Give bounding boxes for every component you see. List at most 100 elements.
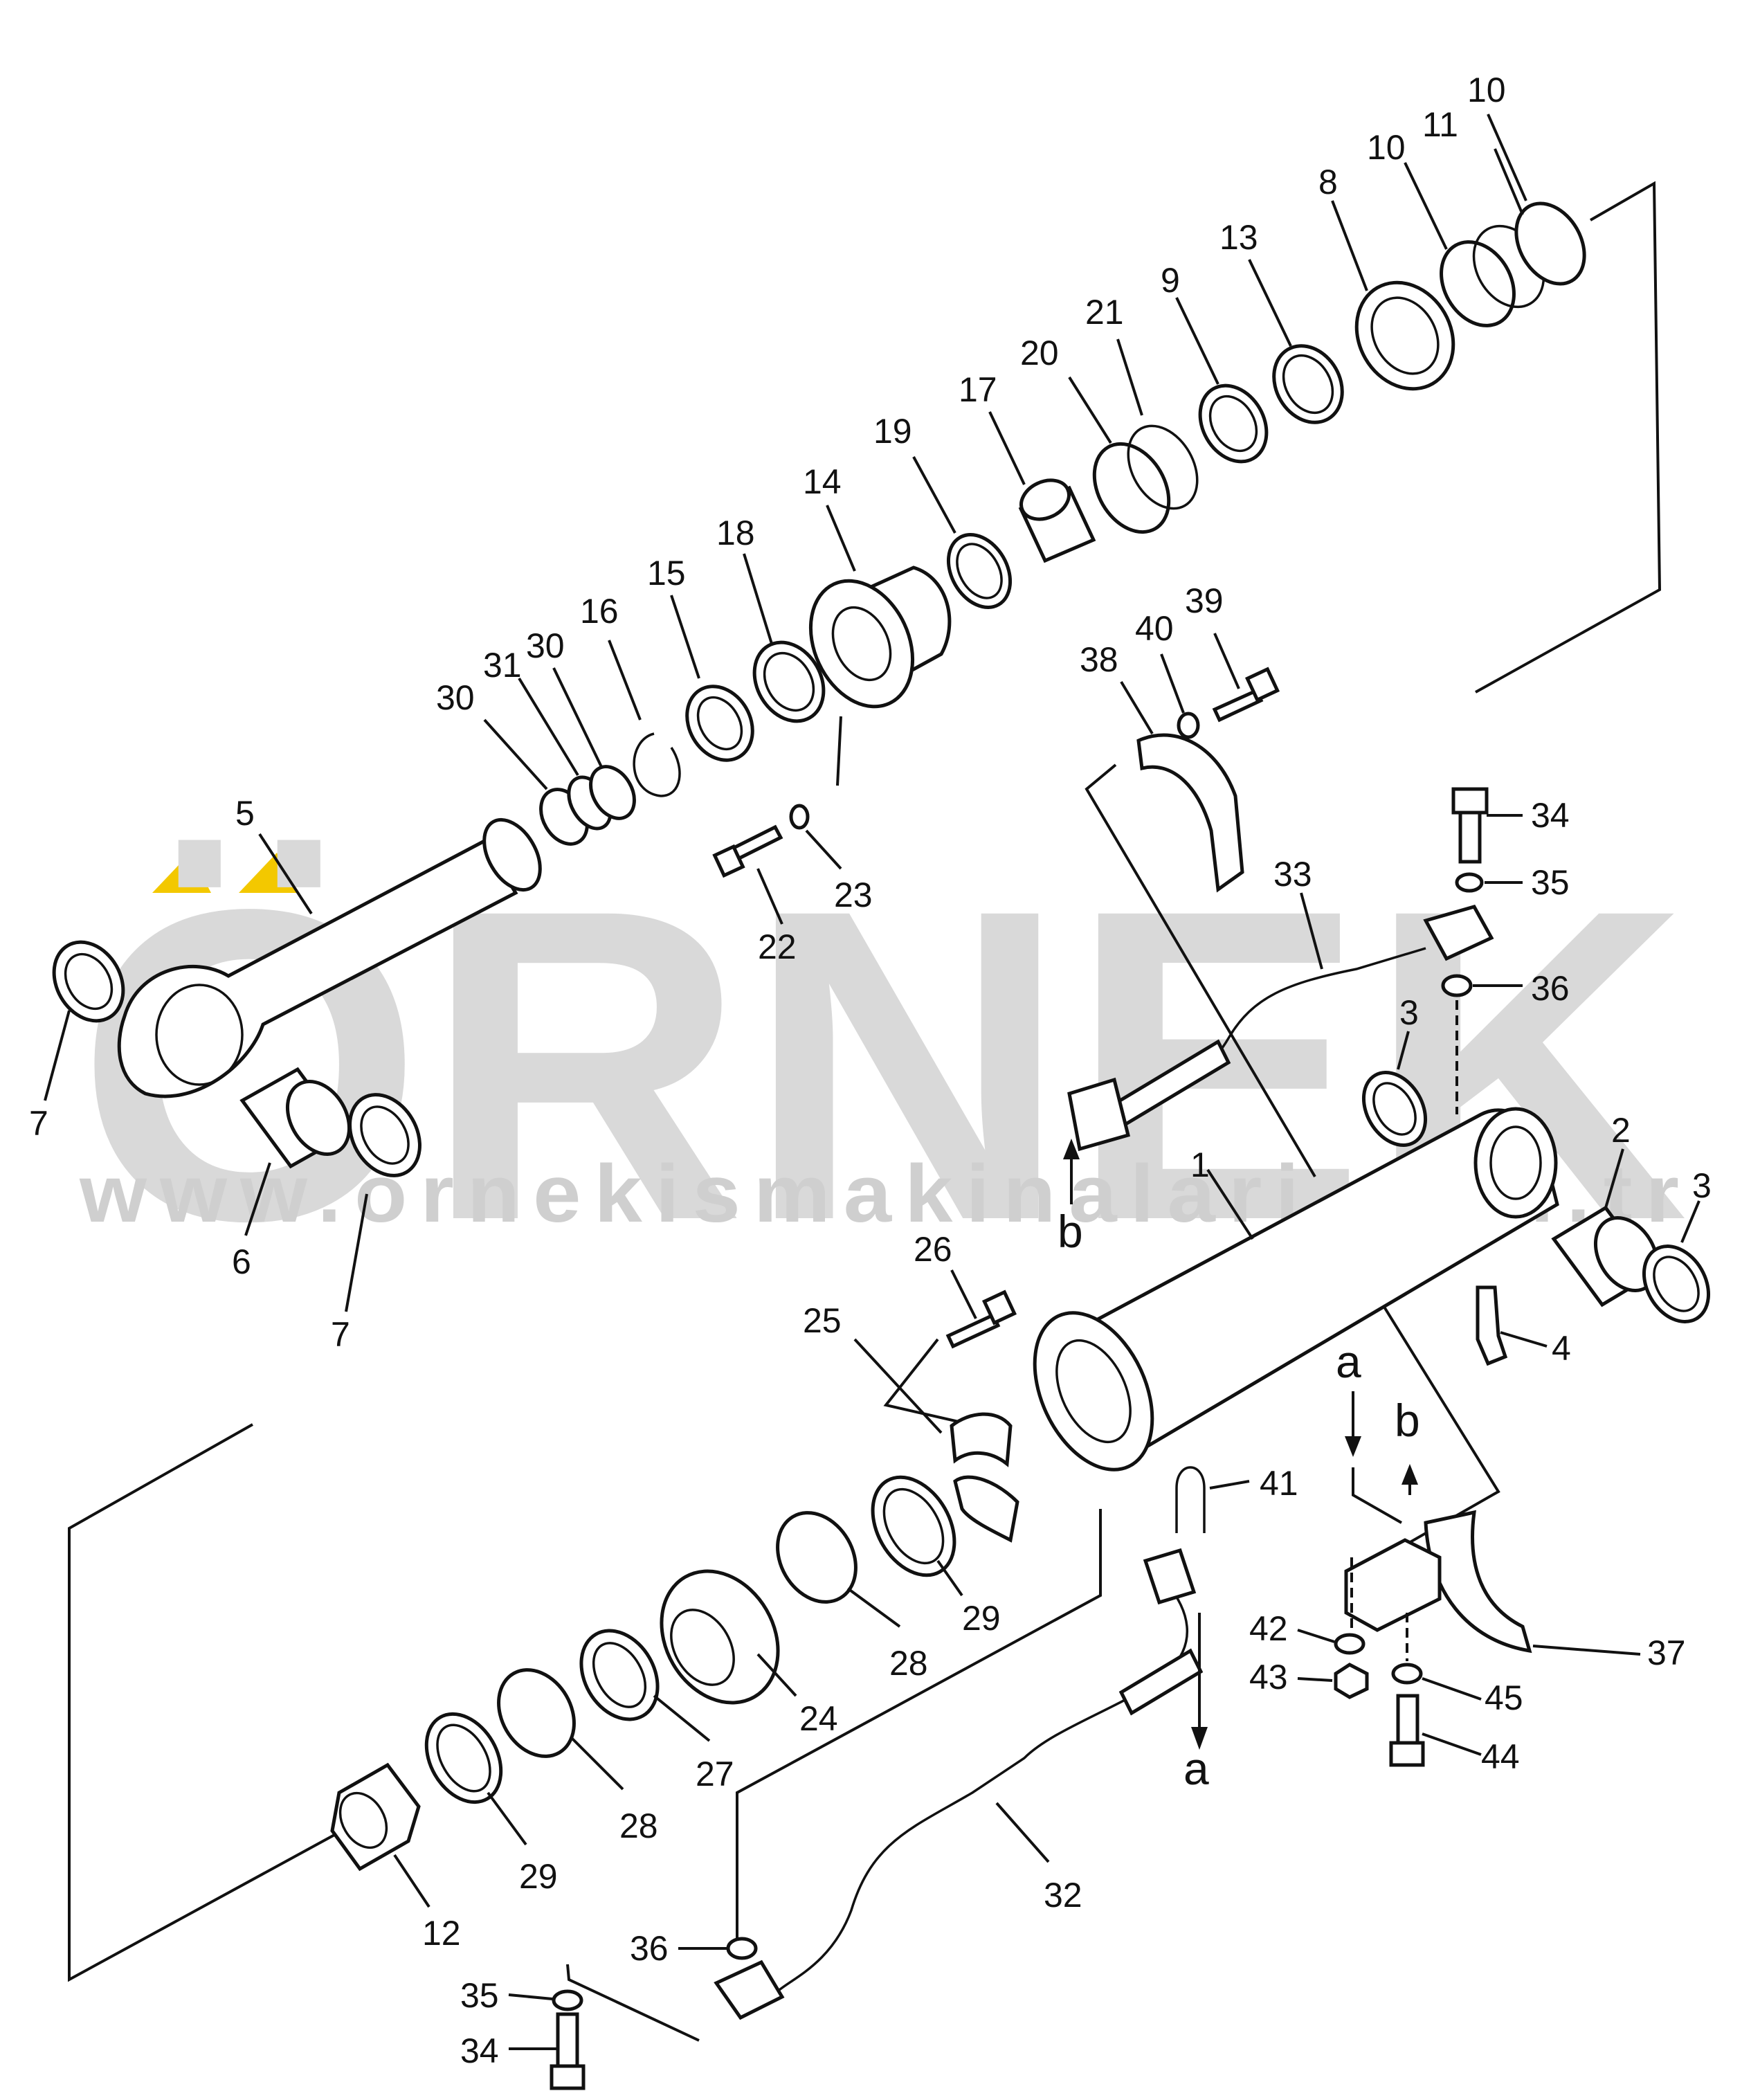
part-18-buffer-ring <box>752 640 826 723</box>
leader-1 <box>1206 1168 1254 1240</box>
callout-44: 44 <box>1481 1737 1520 1776</box>
leader-43 <box>1297 1677 1333 1682</box>
callout-36a: 36 <box>1531 969 1570 1008</box>
frame-bottom-left <box>68 1423 336 1982</box>
frame-pipe-lower <box>736 1509 1102 1959</box>
leader-11 <box>1494 148 1524 215</box>
part-12-nut-face <box>338 1791 388 1849</box>
callout-28a: 28 <box>889 1644 928 1683</box>
leader-42 <box>1297 1629 1335 1643</box>
leader-9 <box>1175 297 1219 385</box>
part-45-washer <box>1391 1663 1423 1685</box>
part-39-bolt <box>1212 688 1264 723</box>
callout-34b: 34 <box>460 2031 499 2070</box>
leader-45 <box>1422 1677 1482 1701</box>
leader-3a <box>1397 1031 1410 1070</box>
part-30-ring-b <box>589 765 636 820</box>
callout-36b: 36 <box>630 1929 669 1968</box>
view-label-b-left: b <box>1058 1206 1083 1257</box>
leader-lines <box>44 114 1700 2050</box>
callout-26: 26 <box>914 1230 952 1269</box>
leader-7b <box>345 1193 368 1312</box>
leader-37 <box>1532 1645 1641 1656</box>
callout-27: 27 <box>696 1755 734 1793</box>
leader-44 <box>1422 1732 1482 1756</box>
leader-23 <box>805 829 842 870</box>
watermark: ÖRNEK www.ornekismakinalari.com.tr <box>76 817 1689 1312</box>
callout-5: 5 <box>235 794 255 833</box>
leader-13 <box>1248 259 1292 347</box>
callout-41: 41 <box>1260 1464 1298 1503</box>
part-15-bushing-inner <box>696 696 743 751</box>
part-3-dust-seal-right-inner <box>1653 1256 1700 1312</box>
part-7-dust-seal-left-inner <box>64 952 114 1011</box>
part-32-pipe-sleeve <box>1118 1648 1204 1716</box>
callout-4: 4 <box>1552 1329 1571 1368</box>
part-3-dust-seal-left-inner <box>1372 1082 1417 1136</box>
part-35-washer-lower <box>552 1989 583 2011</box>
part-32-pipe <box>774 1570 1189 1995</box>
part-23-washer <box>789 804 810 830</box>
part-5-piston-rod <box>117 838 518 1098</box>
leader-10a <box>1487 114 1527 201</box>
callout-11: 11 <box>1422 105 1458 144</box>
leader-39 <box>1213 633 1240 689</box>
leader-14-23 <box>836 716 842 786</box>
part-3-dust-seal-left <box>1361 1071 1428 1147</box>
leader-18 <box>743 553 773 644</box>
view-arrows <box>1063 1139 1418 1750</box>
callout-39: 39 <box>1185 581 1224 620</box>
watermark-accent-right <box>239 853 298 893</box>
part-14-head-bore <box>831 606 892 682</box>
part-40-washer <box>1177 712 1200 739</box>
part-1-bottom-eye <box>1473 1107 1558 1219</box>
part-10-ring-b <box>1514 201 1586 286</box>
part-19-packing-inner <box>956 543 1003 599</box>
leader-6 <box>244 1162 271 1236</box>
part-29-packing-lower-right-inner <box>882 1487 945 1565</box>
callout-1: 1 <box>1190 1146 1210 1184</box>
leader-20 <box>1068 376 1112 444</box>
part-15-bushing <box>685 685 754 762</box>
leader-19 <box>912 456 956 534</box>
leader-14 <box>826 505 856 572</box>
callout-32: 32 <box>1044 1876 1082 1915</box>
part-14-head-flange <box>808 579 915 709</box>
part-28-wear-ring-right <box>776 1511 858 1604</box>
callout-14: 14 <box>803 462 842 501</box>
part-34-bolt-lower-head <box>550 2064 586 2090</box>
part-32-flange-upper <box>1143 1548 1197 1605</box>
callout-10b: 10 <box>1367 128 1406 167</box>
part-36-o-ring-lower <box>726 1937 758 1960</box>
callout-29b: 29 <box>519 1857 558 1896</box>
leader-25 <box>853 1338 943 1434</box>
callout-18: 18 <box>716 514 755 552</box>
leader-28b <box>570 1736 624 1791</box>
callout-labels: 10 11 10 8 13 9 21 20 17 19 14 18 15 16 … <box>29 71 1712 2070</box>
view-b-arrow-right-head <box>1401 1464 1418 1485</box>
callout-7a: 7 <box>29 1104 48 1143</box>
callout-9: 9 <box>1161 261 1180 300</box>
view-label-a-top: a <box>1336 1336 1361 1387</box>
part-34-bolt-upper-head <box>1451 787 1489 815</box>
part-29-packing-lower-right <box>871 1475 956 1577</box>
frame-top-right <box>1475 181 1662 694</box>
callout-45: 45 <box>1485 1678 1523 1717</box>
callout-19: 19 <box>873 412 912 451</box>
leader-15 <box>670 595 700 679</box>
part-8-piston <box>1354 280 1455 391</box>
callout-8: 8 <box>1318 163 1338 201</box>
callout-30a: 30 <box>436 678 475 717</box>
leader-2 <box>1604 1148 1624 1209</box>
callout-29a: 29 <box>962 1599 1001 1638</box>
part-33-flange-bottom <box>1067 1077 1131 1152</box>
part-38-clamp <box>1136 733 1244 893</box>
callout-17: 17 <box>959 370 997 409</box>
part-20-o-ring <box>1092 442 1171 534</box>
callout-13: 13 <box>1219 218 1258 257</box>
leader-12 <box>393 1854 430 1908</box>
leader-8 <box>1331 200 1368 291</box>
view-label-a-bottom: a <box>1183 1743 1209 1794</box>
frame-view-a <box>1352 1467 1402 1524</box>
part-17-collar-face <box>1019 478 1071 521</box>
